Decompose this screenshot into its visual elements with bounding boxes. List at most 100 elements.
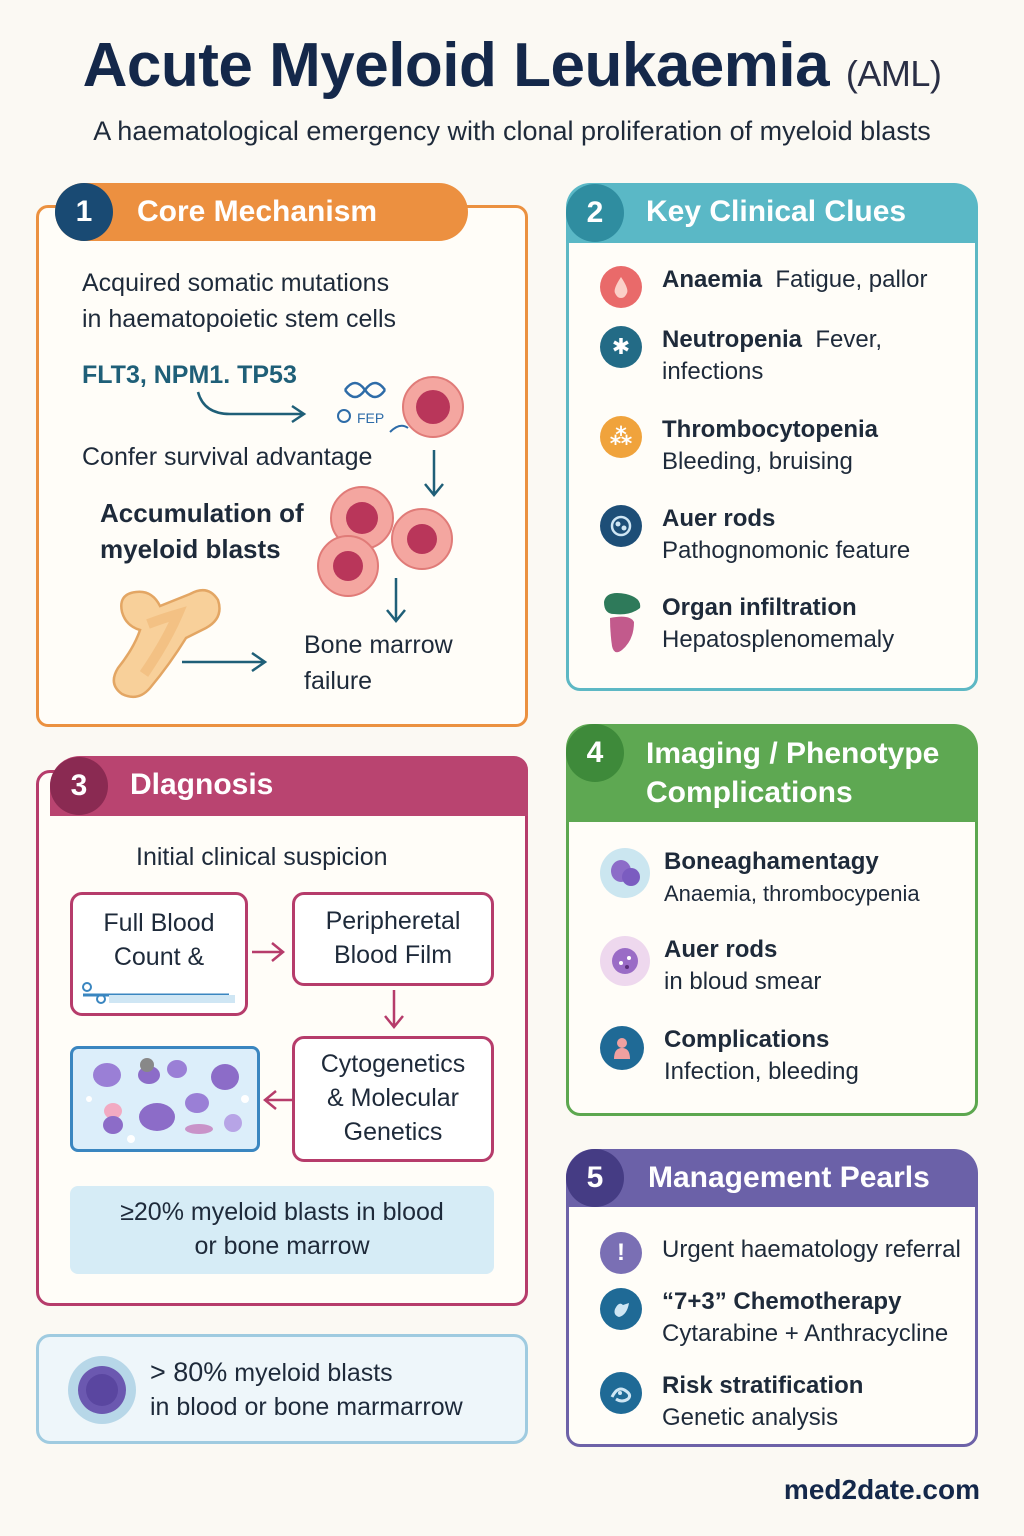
section-title-line-1: Imaging / Phenotype <box>646 737 940 770</box>
item-name: Urgent haematology referral <box>662 1236 961 1263</box>
diagnostic-criteria: ≥20% myeloid blasts in blood or bone mar… <box>70 1186 494 1274</box>
fbc-line-1: Full Blood <box>103 909 215 937</box>
accumulation-line-1: Accumulation of <box>100 498 304 528</box>
core-mechanism-header: 1 Core Mechanism <box>55 183 468 241</box>
clue-name: Organ infiltration <box>662 594 857 621</box>
item-name: “7+3” Chemotherapy <box>662 1288 902 1315</box>
cytogenetics-box: Cytogenetics & Molecular Genetics <box>292 1036 494 1162</box>
arrow-left-icon <box>263 1090 292 1110</box>
arrow-down-icon <box>424 450 444 497</box>
blast-cell-icon <box>68 1356 136 1424</box>
key-clinical-clues-header: 2 Key Clinical Clues <box>566 183 978 243</box>
section-number: 1 <box>55 183 113 241</box>
initial-suspicion: Initial clinical suspicion <box>136 843 388 871</box>
item-name: Risk stratification <box>662 1372 864 1399</box>
peripheral-blood-film-box: Peripheretal Blood Film <box>292 892 494 986</box>
section-title: Management Pearls <box>648 1161 930 1194</box>
survival-advantage: Confer survival advantage <box>82 443 373 471</box>
title-main: Acute Myeloid Leukaemia <box>82 31 830 100</box>
item-desc: in bloud smear <box>664 968 822 996</box>
section-title: Core Mechanism <box>137 195 378 228</box>
diagnosis-header: 3 Dlagnosis <box>50 756 528 816</box>
blast-cell-icon <box>402 376 464 438</box>
mechanism-line-2: in haematopoietic stem cells <box>82 305 397 333</box>
imaging-phenotype-header: 4 Imaging / Phenotype Complications <box>566 724 978 822</box>
note-line-2: in blood or bone marmarrow <box>150 1393 463 1421</box>
criteria-line-1: ≥20% myeloid blasts in blood <box>120 1198 444 1226</box>
fep-label: FEP <box>357 410 384 426</box>
clue-desc: Bleeding, bruising <box>662 448 853 476</box>
section-title-line-2: Complications <box>646 776 853 809</box>
blast-cell-cluster-icon <box>317 486 453 597</box>
management-item: ! Urgent haematology referral <box>600 1230 1000 1274</box>
clue-name: Auer rods <box>662 505 776 532</box>
section-number: 3 <box>50 757 108 815</box>
test-tube-icon <box>82 981 235 1004</box>
section-number: 4 <box>566 724 624 782</box>
arrow-right-icon <box>182 651 268 673</box>
page-title: Acute Myeloid Leukaemia (AML) <box>0 30 1024 101</box>
criteria-line-2: or bone marrow <box>194 1231 370 1260</box>
failure-line-1: Bone marrow <box>304 631 453 659</box>
platelet-icon: ⁂ <box>600 416 642 458</box>
mechanism-line-1: Acquired somatic mutations <box>82 269 390 297</box>
drop-icon <box>600 266 642 308</box>
gene-list: FLT3, NPM1. TP53 <box>82 361 297 389</box>
item-desc: Anaemia, thrombocypenia <box>664 881 920 907</box>
failure-line-2: failure <box>304 667 373 695</box>
clue-anaemia: Anaemia Fatigue, pallor <box>600 264 970 308</box>
clue-desc: Fatigue, pallor <box>775 266 928 293</box>
clue-neutropenia: ✱ Neutropenia Fever, infections <box>600 324 970 388</box>
cyto-line-3: Genetics <box>343 1117 443 1146</box>
clue-desc: Fever, <box>815 326 883 353</box>
page-subtitle: A haematological emergency with clonal p… <box>93 116 931 146</box>
item-desc: Genetic analysis <box>662 1404 839 1432</box>
cyto-line-2: & Molecular <box>327 1084 459 1113</box>
clue-name: Neutropenia <box>662 326 803 353</box>
alert-icon: ! <box>600 1232 642 1274</box>
liver-icon <box>600 592 642 654</box>
item-desc: Cytarabine + Anthracycline <box>662 1320 949 1348</box>
drug-icon <box>600 1288 642 1330</box>
item-desc: Infection, bleeding <box>664 1058 859 1086</box>
note-line-1: > 80% myeloid blasts <box>150 1354 393 1391</box>
arrow-right-icon <box>252 942 285 962</box>
arrow-down-icon <box>386 578 406 623</box>
fbc-line-2: Count & <box>113 942 205 971</box>
clue-name: Anaemia <box>662 266 763 293</box>
item-name: Auer rods <box>664 936 778 963</box>
section-number: 5 <box>566 1149 624 1207</box>
cyto-line-1: Cytogenetics <box>320 1050 466 1079</box>
blood-smear-image <box>70 1046 260 1152</box>
footer-site: med2date.com <box>783 1474 980 1505</box>
title-abbreviation: (AML) <box>845 53 942 94</box>
virus-icon: ✱ <box>600 326 642 368</box>
item-name: Boneaghamentagy <box>664 848 879 875</box>
core-mechanism-card <box>36 205 528 727</box>
bone-icon <box>112 588 221 699</box>
clue-desc: Pathognomonic feature <box>662 537 911 565</box>
clue-name: Thrombocytopenia <box>662 416 879 443</box>
phenotype-item: Auer rods in bloud smear <box>600 934 970 998</box>
management-pearls-header: 5 Management Pearls <box>566 1149 978 1207</box>
clue-desc-2: infections <box>662 358 764 386</box>
cell-icon <box>600 505 642 547</box>
note-text-1: myeloid blasts <box>234 1359 393 1387</box>
full-blood-count-box: Full Blood Count & <box>70 892 248 1016</box>
dna-icon <box>337 381 387 423</box>
item-name: Complications <box>664 1026 830 1053</box>
mutation-arrow-graphic: FEP <box>196 381 409 433</box>
section-title: Key Clinical Clues <box>646 195 907 228</box>
clue-desc: Hepatosplenomemaly <box>662 626 895 654</box>
accumulation-line-2: myeloid blasts <box>100 534 281 564</box>
section-title: Dlagnosis <box>130 768 274 801</box>
note-value: > 80% <box>150 1357 228 1387</box>
complication-icon <box>600 1026 644 1070</box>
